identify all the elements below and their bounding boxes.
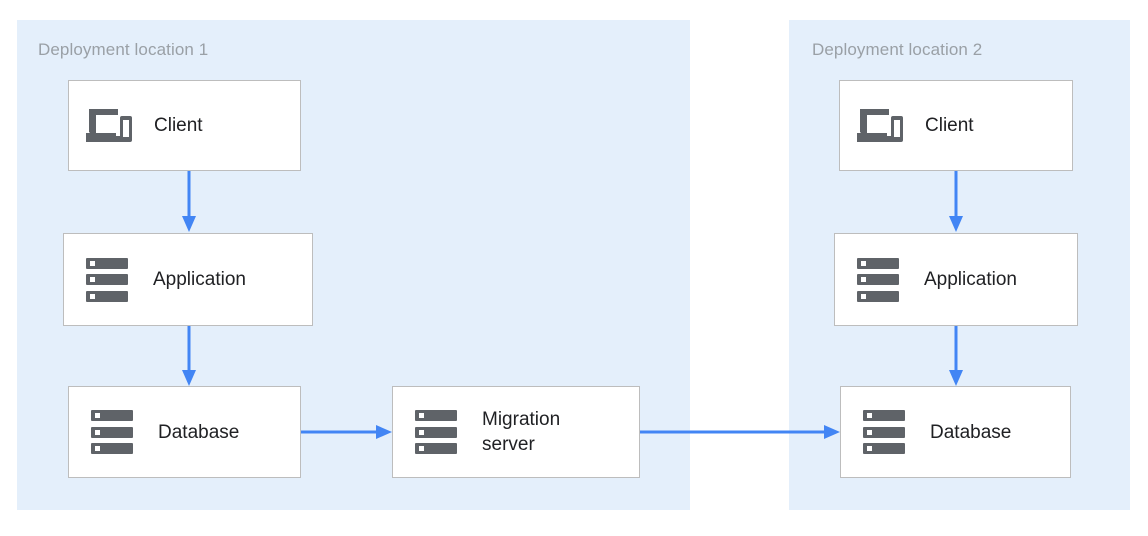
node-client-1-label: Client bbox=[154, 115, 203, 136]
deployment-zone-1-label: Deployment location 1 bbox=[38, 40, 209, 59]
edge-app2-to-db2 bbox=[949, 326, 963, 386]
server-icon bbox=[863, 410, 905, 454]
edge-client2-to-app2 bbox=[949, 170, 963, 232]
edge-app1-to-db1 bbox=[182, 326, 196, 386]
node-application-2[interactable]: Application bbox=[834, 233, 1078, 326]
server-icon bbox=[91, 410, 133, 454]
node-client-2[interactable]: Client bbox=[839, 80, 1073, 171]
edge-db1-to-migration bbox=[300, 425, 392, 439]
node-client-2-label: Client bbox=[925, 115, 974, 136]
client-devices-icon bbox=[857, 106, 903, 146]
node-application-1[interactable]: Application bbox=[63, 233, 313, 326]
node-migration-server-label: Migration server bbox=[482, 409, 561, 455]
server-icon bbox=[857, 257, 899, 302]
node-database-2[interactable]: Database bbox=[840, 386, 1071, 478]
node-application-1-label: Application bbox=[153, 269, 246, 290]
node-application-2-label: Application bbox=[924, 269, 1017, 290]
server-icon bbox=[415, 410, 457, 454]
node-client-1[interactable]: Client bbox=[68, 80, 301, 171]
server-icon bbox=[86, 257, 128, 302]
edge-migration-to-db2 bbox=[640, 425, 840, 439]
edge-client1-to-app1 bbox=[182, 170, 196, 232]
client-devices-icon bbox=[86, 106, 132, 146]
deployment-zone-2-label: Deployment location 2 bbox=[812, 40, 983, 59]
node-database-1[interactable]: Database bbox=[68, 386, 301, 478]
node-database-1-label: Database bbox=[158, 421, 240, 443]
node-migration-server[interactable]: Migration server bbox=[392, 386, 640, 478]
node-database-2-label: Database bbox=[930, 421, 1012, 443]
